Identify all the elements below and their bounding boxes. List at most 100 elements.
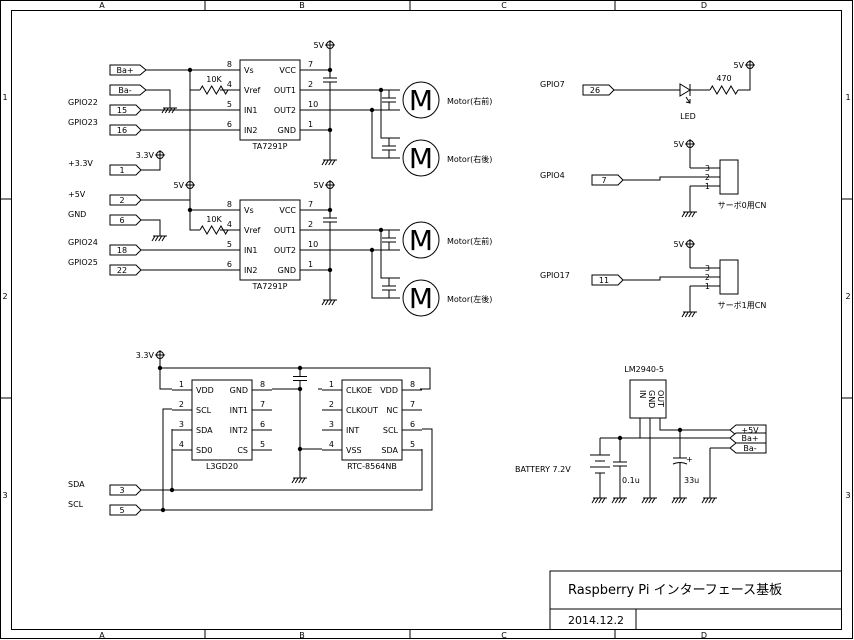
- junction-dot: [187, 207, 193, 213]
- wire: [146, 89, 171, 100]
- wire: [141, 219, 161, 228]
- ic-pin-number: 4: [329, 440, 334, 449]
- gpio-pin-number: 3: [119, 486, 124, 495]
- ground-hatch: [684, 211, 689, 218]
- ground-hatch: [161, 235, 166, 242]
- led-label: LED: [680, 112, 696, 121]
- connector-label: Ba-: [743, 444, 756, 453]
- ic-pin-number: 3: [329, 420, 334, 429]
- ground-hatch: [711, 497, 716, 504]
- ic-pin-name: CLKOE: [346, 386, 372, 395]
- gpio-label: GPIO22: [68, 98, 98, 107]
- ground-hatch: [678, 497, 683, 504]
- wire: [320, 189, 331, 211]
- gpio-pin-box: [109, 264, 142, 276]
- ic-pin-number: 7: [308, 200, 313, 209]
- ground-hatch: [614, 497, 619, 504]
- regulator-name: LM2940-5: [624, 365, 664, 374]
- ground-hatch: [331, 159, 336, 166]
- ic-pin-name: IN1: [244, 106, 257, 115]
- wire: [141, 449, 423, 491]
- wire: [623, 276, 690, 281]
- wire: [189, 70, 200, 91]
- zone-col-label: C: [501, 631, 507, 640]
- zone-col-label: D: [701, 1, 707, 10]
- motor-symbol: [402, 139, 440, 177]
- ic-body: [239, 59, 301, 141]
- ground-hatch: [708, 497, 713, 504]
- ground-hatch: [594, 497, 599, 504]
- resistor: [199, 225, 229, 235]
- resistor: [199, 85, 229, 95]
- ic-pin-number: 5: [227, 100, 232, 109]
- ic-pin-name: INT2: [230, 426, 248, 435]
- gpio-label: GPIO24: [68, 238, 98, 247]
- ic-pin-number: 7: [260, 400, 265, 409]
- ground-hatch: [164, 107, 169, 114]
- ground-hatch: [648, 497, 653, 504]
- zone-row-label: 2: [845, 292, 850, 301]
- gpio-pin-box: [109, 244, 142, 256]
- ic-name: L3GD20: [206, 462, 238, 471]
- ground-hatch: [158, 235, 163, 242]
- ic-pin-number: 8: [260, 380, 265, 389]
- regulator-pin: GND: [647, 390, 656, 408]
- ic-pin-number: 2: [329, 400, 334, 409]
- ground-hatch: [598, 497, 603, 504]
- ground-hatch: [688, 311, 693, 318]
- zone-row-label: 3: [2, 491, 7, 500]
- ground-hatch: [688, 211, 693, 218]
- motor-m: M: [409, 142, 433, 175]
- junction-dot: [378, 87, 384, 93]
- motor-label: Motor(右前): [447, 96, 492, 106]
- gpio-label: SCL: [68, 500, 84, 509]
- motor-m: M: [409, 224, 433, 257]
- ground-hatch: [681, 497, 686, 504]
- gpio-pin-number: 22: [117, 266, 127, 275]
- ic-pin-number: 5: [410, 440, 415, 449]
- inner-frame: [11, 10, 842, 630]
- ic-pin-name: SCL: [383, 426, 399, 435]
- wire: [600, 418, 641, 439]
- cap-label: 0.1u: [622, 476, 640, 485]
- connector-label: +5V: [741, 426, 759, 435]
- ic-pin-number: 8: [410, 380, 415, 389]
- ground-hatch: [651, 497, 656, 504]
- ground-hatch: [301, 477, 306, 484]
- ic-pin-name: VSS: [346, 446, 362, 455]
- ic-pin-name: SDA: [381, 446, 398, 455]
- circuit-group: 8Vs4Vref5IN16IN27VCC2OUT110OUT21GNDTA729…: [68, 40, 767, 516]
- regulator-pin: OUT: [656, 390, 665, 407]
- ic-pin-name: GND: [230, 386, 248, 395]
- ic-pin-name: NC: [386, 406, 398, 415]
- date-text: 2014.12.2: [568, 614, 624, 627]
- wire: [659, 418, 760, 431]
- zone-row-label: 1: [845, 93, 850, 102]
- ic-pin-name: GND: [278, 266, 296, 275]
- zone-col-label: A: [99, 631, 105, 640]
- ic-pin-number: 6: [227, 260, 232, 269]
- ground-hatch: [294, 477, 299, 484]
- ic-pin-name: IN1: [244, 246, 257, 255]
- gpio-pin-box: [109, 504, 142, 516]
- ic-pin-number: 8: [227, 60, 232, 69]
- ic-pin-number: 5: [260, 440, 265, 449]
- led-arrow: [685, 99, 691, 104]
- ground-hatch: [691, 311, 696, 318]
- gpio-label: +3.3V: [68, 159, 93, 168]
- gpio-pin-box: [109, 484, 142, 496]
- junction-dot: [297, 365, 303, 371]
- zone-row-label: 2: [2, 292, 7, 301]
- ground-hatch: [701, 497, 706, 504]
- gpio-pin-number: 16: [117, 126, 127, 135]
- junction-dot: [369, 247, 375, 253]
- resistor: [709, 85, 739, 95]
- ground-hatch: [704, 497, 709, 504]
- led-triangle: [679, 83, 691, 97]
- regulator-body: [629, 379, 667, 419]
- wire: [320, 49, 331, 71]
- ground-hatch: [601, 497, 606, 504]
- ic-pin-name: INT: [346, 426, 359, 435]
- ic-pin-name: SCL: [196, 406, 212, 415]
- ic-pin-name: OUT1: [274, 86, 296, 95]
